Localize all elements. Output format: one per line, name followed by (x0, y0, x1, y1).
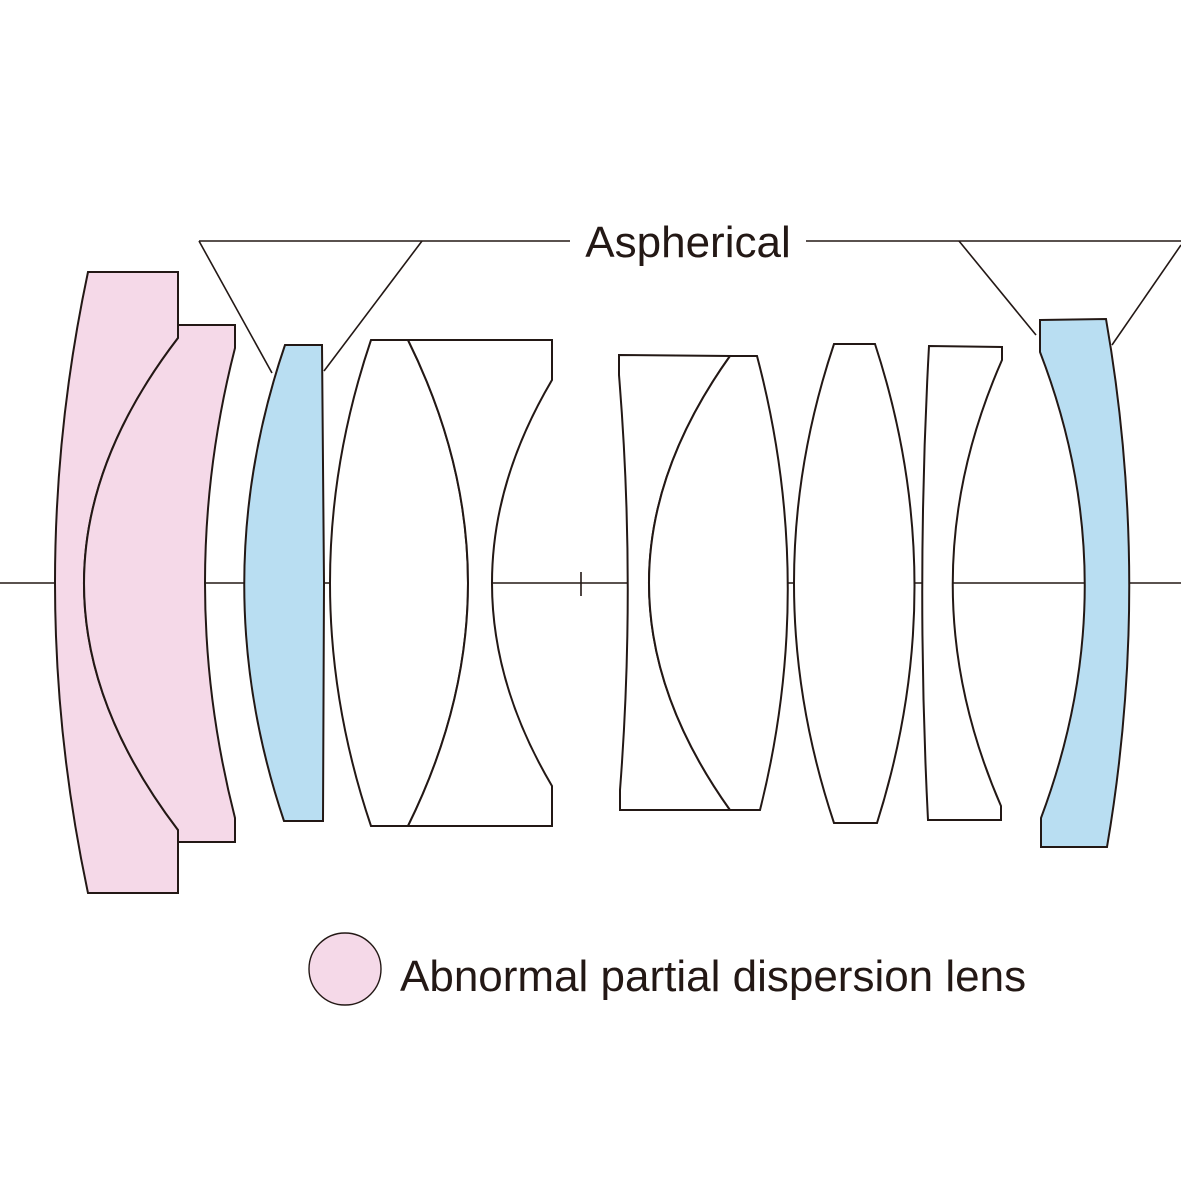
lens-element-2-abnormal-dispersion (83, 324, 236, 843)
lens-element-3-aspherical (243, 344, 326, 822)
lens-element-8 (793, 343, 916, 824)
lens-element-5 (406, 339, 553, 827)
lens-element-10-aspherical (1039, 317, 1131, 848)
aspherical-callout-lines (198, 240, 1181, 374)
lens-element-7 (648, 355, 789, 811)
aspherical-label: Aspherical (585, 218, 790, 267)
lens-element-9 (921, 344, 1003, 821)
legend-swatch-abnormal-dispersion (308, 932, 382, 1006)
legend-label: Abnormal partial dispersion lens (400, 952, 1026, 1001)
